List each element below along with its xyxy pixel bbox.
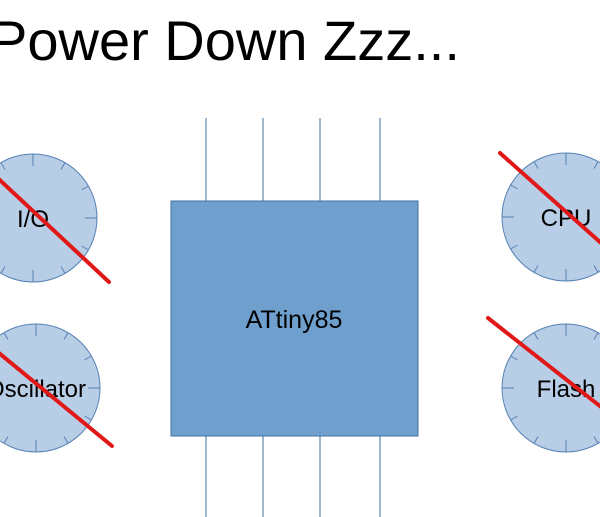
clock-tick <box>60 162 66 170</box>
clock-tick <box>533 436 539 444</box>
slide-title: Power Down Zzz... <box>0 9 460 72</box>
clock-tick <box>0 162 6 170</box>
clock-tick <box>81 245 89 251</box>
clock-tick <box>3 436 9 444</box>
clock-cpu: CPU <box>498 151 600 282</box>
chip-body <box>170 200 419 437</box>
clock-tick <box>510 244 518 250</box>
clock-tick <box>510 415 518 421</box>
clock-tick <box>593 161 599 169</box>
clock-io: I/O <box>0 153 111 284</box>
clock-tick <box>63 332 69 340</box>
clock-tick <box>60 266 66 274</box>
clock-tick <box>510 184 518 190</box>
clock-tick <box>3 332 9 340</box>
clock-tick <box>533 161 539 169</box>
pins-top <box>205 118 381 201</box>
disabled-cross-line <box>0 177 111 284</box>
disabled-cross-line <box>486 316 600 409</box>
clock-tick <box>0 266 6 274</box>
clock-ticks <box>3 324 100 452</box>
clock-flash: Flash <box>486 316 600 453</box>
clock-tick <box>533 265 539 273</box>
chip-label: ATtiny85 <box>246 306 343 334</box>
clock-tick <box>593 332 599 340</box>
clock-oscillator: Oscillator <box>0 323 114 453</box>
clock-tick <box>84 355 92 361</box>
clock-tick <box>63 436 69 444</box>
pins-bottom <box>205 436 381 517</box>
clock-tick <box>593 265 599 273</box>
disabled-cross-line <box>498 151 600 245</box>
clock-ticks <box>0 154 97 282</box>
clock-tick <box>533 332 539 340</box>
clock-tick <box>81 185 89 191</box>
clock-ticks <box>502 153 599 281</box>
disabled-cross-line <box>0 351 114 448</box>
clock-tick <box>84 415 92 421</box>
microcontroller-chip: ATtiny85 <box>170 200 419 437</box>
clock-tick <box>593 436 599 444</box>
clock-tick <box>510 355 518 361</box>
clock-ticks <box>502 324 599 452</box>
